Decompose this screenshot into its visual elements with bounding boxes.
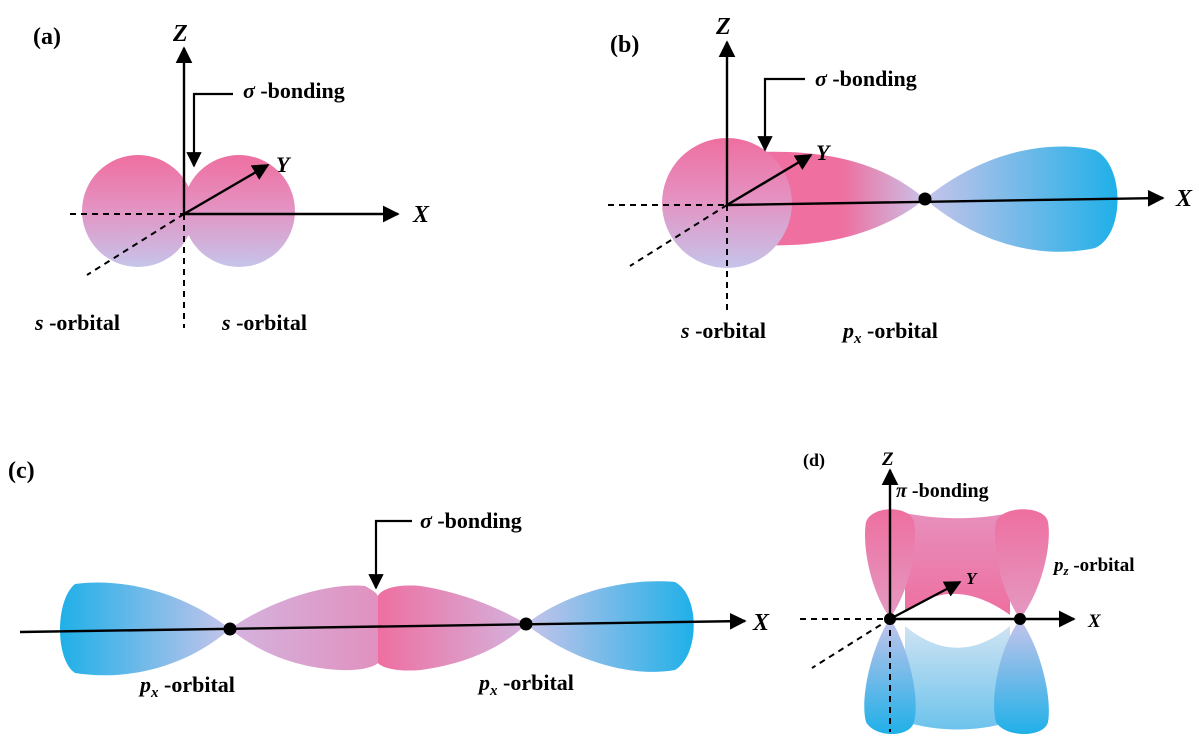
nucleus-dot-right bbox=[1014, 613, 1026, 625]
pz-orbital-label: pz -orbital bbox=[1052, 555, 1135, 578]
px-orbital-label: px -orbital bbox=[841, 318, 938, 347]
x-axis-label: X bbox=[752, 610, 770, 636]
s-orbital-label: s -orbital bbox=[680, 318, 766, 343]
px-orbital-left-label: px -orbital bbox=[138, 672, 235, 701]
s-orbital-right-label: s -orbital bbox=[221, 310, 307, 335]
panel-b: (b) Z Y X σ -bonding s -orbital px -orbi… bbox=[608, 14, 1193, 347]
panel-a-label: (a) bbox=[33, 24, 61, 50]
nucleus-dot-right bbox=[520, 618, 533, 631]
z-axis-label: Z bbox=[881, 449, 894, 470]
px-orbital-right-label: px -orbital bbox=[477, 670, 574, 699]
panel-c: (c) X σ -bonding px -orbital px -orbital bbox=[8, 458, 770, 701]
nucleus-dot-left bbox=[224, 623, 237, 636]
x-axis-label: X bbox=[1087, 611, 1102, 632]
sigma-bonding-pointer bbox=[376, 521, 412, 588]
x-axis-label: X bbox=[1175, 186, 1193, 212]
z-axis-label: Z bbox=[172, 21, 188, 47]
s-orbital-left-lobe bbox=[82, 155, 194, 267]
sigma-bonding-pointer bbox=[194, 94, 233, 166]
panel-d: (d) Z Y X π -bonding pz -orbital bbox=[800, 449, 1135, 734]
sigma-bonding-label: σ -bonding bbox=[243, 78, 345, 103]
pi-bonding-label: π -bonding bbox=[896, 480, 989, 502]
panel-b-label: (b) bbox=[610, 32, 639, 58]
sigma-bonding-label: σ -bonding bbox=[420, 508, 522, 533]
px-orbital-right-blue-lobe bbox=[526, 581, 694, 672]
panel-c-label: (c) bbox=[8, 458, 35, 484]
sigma-bonding-pointer bbox=[765, 79, 805, 150]
nucleus-dot bbox=[919, 193, 932, 206]
x-axis-label: X bbox=[412, 202, 430, 228]
s-orbital-left-label: s -orbital bbox=[34, 310, 120, 335]
panel-a: (a) Z Y X σ -bonding s -orbital s -orbit… bbox=[33, 21, 430, 335]
sigma-bonding-label: σ -bonding bbox=[815, 66, 917, 91]
y-axis-label: Y bbox=[276, 152, 292, 177]
z-axis-label: Z bbox=[715, 14, 731, 40]
panel-d-label: (d) bbox=[803, 450, 825, 471]
pi-bond-lower-region bbox=[905, 626, 1010, 730]
nucleus-dot-left bbox=[884, 613, 896, 625]
y-axis-label: Y bbox=[966, 569, 978, 588]
sigma-bond-right-lobe bbox=[378, 585, 526, 670]
pi-bond-upper-region bbox=[905, 513, 1010, 615]
